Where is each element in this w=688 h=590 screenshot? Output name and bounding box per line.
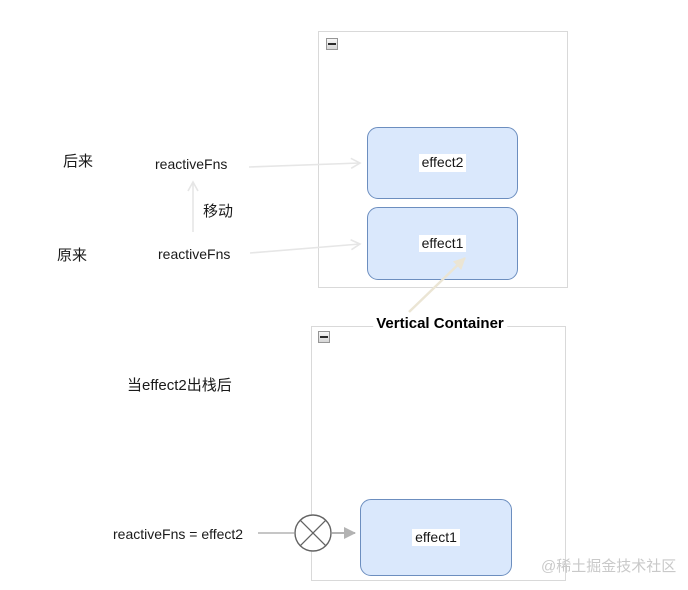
watermark: @稀土掘金技术社区 bbox=[541, 558, 677, 575]
label-original: 原来 bbox=[57, 247, 88, 264]
collapse-icon[interactable] bbox=[326, 38, 338, 50]
container-title: Vertical Container bbox=[373, 315, 507, 332]
label-reactivefns-later: reactiveFns bbox=[155, 156, 228, 172]
label-later: 后来 bbox=[63, 153, 94, 170]
collapse-icon[interactable] bbox=[318, 331, 330, 343]
label-move: 移动 bbox=[203, 203, 234, 220]
label-reactivefns-original: reactiveFns bbox=[158, 246, 231, 262]
node-label: effect1 bbox=[418, 234, 467, 253]
node-label: effect2 bbox=[418, 154, 467, 172]
minus-icon bbox=[320, 336, 328, 338]
label-after-pop: 当effect2出栈后 bbox=[127, 377, 232, 394]
node-label: effect1 bbox=[412, 528, 460, 547]
node-effect1-top: effect1 bbox=[367, 207, 518, 280]
minus-icon bbox=[328, 43, 336, 45]
label-assignment: reactiveFns = effect2 bbox=[113, 526, 244, 542]
node-effect1-bottom: effect1 bbox=[360, 499, 512, 576]
node-effect2: effect2 bbox=[367, 127, 518, 199]
